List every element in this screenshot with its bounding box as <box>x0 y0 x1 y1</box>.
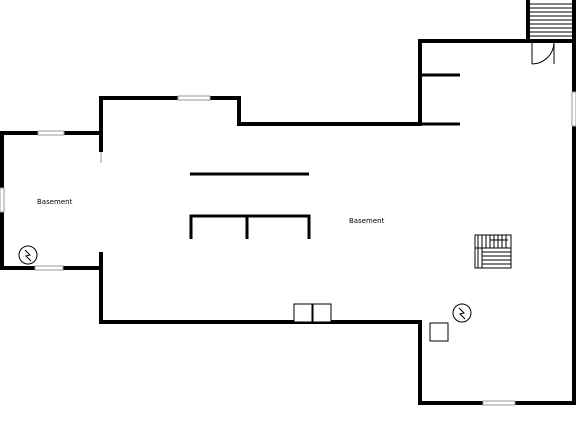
window-left-top <box>37 130 65 136</box>
windows <box>0 91 576 406</box>
door-swing-icon <box>531 42 555 65</box>
water-heater-icon-right <box>452 303 472 323</box>
utility-box-icon <box>429 322 449 342</box>
window-left-bottom <box>34 265 64 271</box>
water-heater-icon-left <box>18 245 38 265</box>
washer-icon <box>293 303 313 323</box>
stairs-interior-icon <box>474 234 512 269</box>
dryer-icon <box>312 303 332 323</box>
window-bottom-right <box>482 400 516 406</box>
stairs-up-icon <box>530 0 572 38</box>
interior-walls <box>189 73 460 239</box>
window-right-side <box>571 91 576 127</box>
room-label-basement-main: Basement <box>349 217 385 225</box>
window-left-side <box>0 187 5 213</box>
partition-lower <box>189 214 311 239</box>
room-label-basement-left: Basement <box>37 198 73 206</box>
window-top <box>177 95 211 101</box>
